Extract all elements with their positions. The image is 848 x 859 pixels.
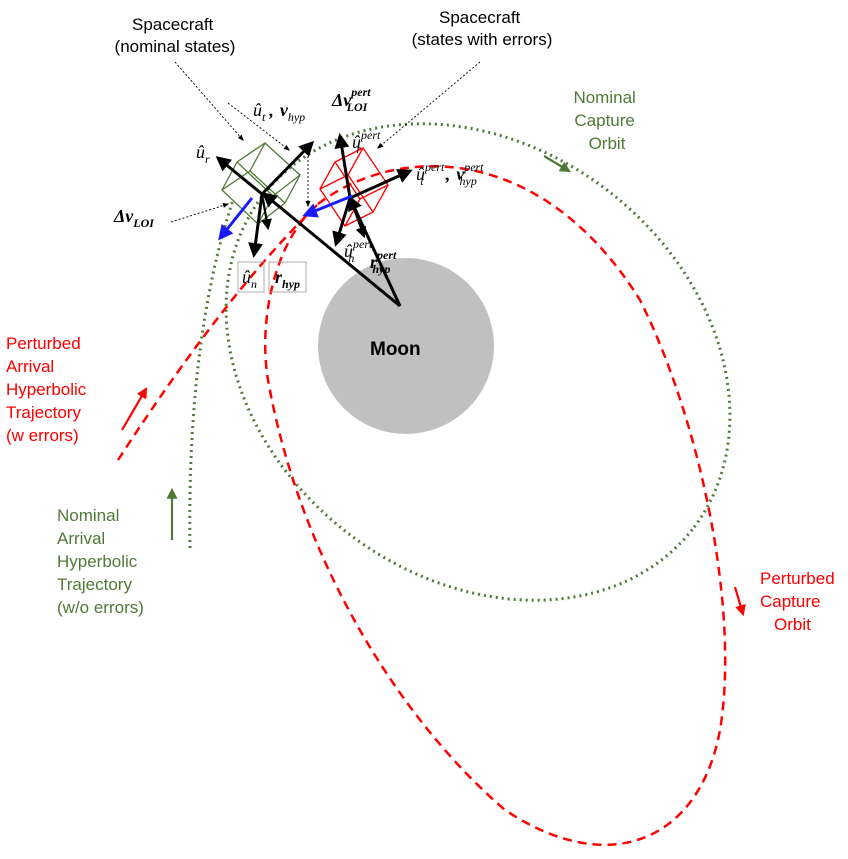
r-hyp-symbol: rhyp [275, 267, 300, 291]
spacecraft-perturbed-cube [319, 147, 389, 227]
perturbed-capture-orbit [263, 164, 727, 846]
u-r-pert-arrow [334, 133, 352, 199]
spacecraft-nominal-label: Spacecraft (nominal states) [115, 15, 236, 56]
u-t-v-hyp-symbol: ût,vhyp [253, 100, 305, 124]
perturbed-capture-orbit-label: Perturbed Capture Orbit [760, 569, 839, 634]
perturbed-arrival-trajectory [116, 203, 319, 461]
nominal-orbit-direction-arrow [543, 155, 571, 173]
perturbed-arrival-direction-arrow [121, 387, 148, 431]
nominal-arrival-trajectory [188, 199, 235, 549]
perturbed-arrival-label: Perturbed Arrival Hyperbolic Trajectory … [6, 334, 91, 445]
nominal-arrival-label: Nominal Arrival Hyperbolic Trajectory (w… [57, 506, 144, 617]
nominal-capture-orbit-label: Nominal Capture Orbit [573, 88, 640, 153]
u-r-arrow [215, 156, 263, 196]
delta-v-loi-symbol: ΔvLOI [113, 206, 155, 230]
u-n-arrow-2 [260, 193, 272, 231]
delta-v-loi-arrow [218, 197, 254, 241]
u-n-arrow [248, 193, 264, 258]
r-hyp-vector [261, 192, 401, 308]
moon-body [318, 258, 494, 434]
spacecraft-errors-label: Spacecraft (states with errors) [412, 8, 553, 49]
u-t-pert-arrow [349, 169, 413, 200]
u-r-symbol: ûr [196, 142, 210, 166]
callout-leaders [170, 61, 481, 223]
moon-label: Moon [370, 339, 421, 360]
u-n-pert-arrow [332, 197, 352, 247]
perturbed-orbit-direction-arrow [733, 586, 746, 617]
delta-v-loi-pert-arrow [302, 194, 353, 218]
u-t-arrow [260, 140, 315, 196]
u-n-pert-arrow-2 [348, 197, 367, 239]
r-hyp-pert-vector [348, 195, 402, 307]
r-hyp-box [268, 261, 307, 293]
u-n-box [237, 261, 265, 293]
u-n-symbol: ûn [242, 267, 257, 291]
